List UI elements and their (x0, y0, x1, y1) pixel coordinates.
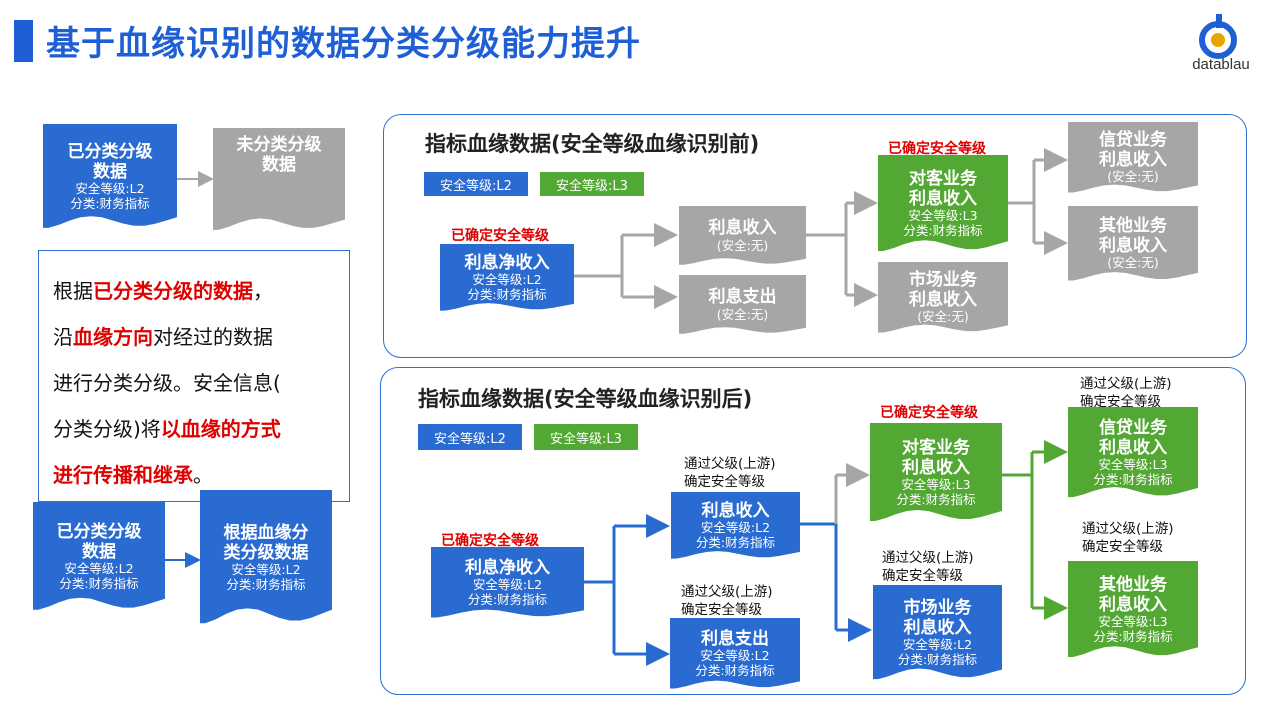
before-credit-income-node: 信贷业务 利息收入 (安全:无) (1068, 122, 1198, 193)
after-market-income-node: 市场业务 利息收入 安全等级:L2 分类:财务指标 (873, 585, 1002, 680)
after-client-income-node: 对客业务 利息收入 安全等级:L3 分类:财务指标 (870, 423, 1002, 521)
logo-text: datablau (1192, 56, 1250, 73)
header-accent-bar (14, 20, 33, 62)
after-other-income-node: 其他业务 利息收入 安全等级:L3 分类:财务指标 (1068, 561, 1198, 658)
before-net-income-node: 利息净收入 安全等级:L2 分类:财务指标 (440, 244, 574, 311)
legend-l3-after: 安全等级:L3 (534, 424, 638, 450)
confirmed-label-net-before: 已确定安全等级 (451, 228, 549, 244)
desc-line-3: 进行分类分级。安全信息( (53, 371, 281, 395)
classified-data-doc-bottom: 已分类分级 数据 安全等级:L2 分类:财务指标 (33, 502, 165, 610)
confirmed-label-client-before: 已确定安全等级 (888, 141, 986, 157)
description-box: 根据已分类分级的数据， 沿血缘方向对经过的数据 进行分类分级。安全信息( 分类分… (38, 250, 350, 502)
desc-line-5: 进行传播和继承。 (53, 463, 213, 487)
before-connectors (574, 148, 1068, 309)
legend-l2-before: 安全等级:L2 (424, 172, 528, 196)
before-other-income-node: 其他业务 利息收入 (安全:无) (1068, 206, 1198, 281)
datablau-logo-icon (1199, 14, 1237, 59)
before-interest-income-node: 利息收入 (安全:无) (679, 206, 806, 265)
before-client-income-node: 对客业务 利息收入 安全等级:L3 分类:财务指标 (878, 155, 1008, 252)
before-interest-expense-node: 利息支出 (安全:无) (679, 275, 806, 334)
desc-line-1: 根据已分类分级的数据， (53, 279, 273, 303)
after-interest-expense-node: 利息支出 安全等级:L2 分类:财务指标 (670, 618, 800, 689)
confirmed-label-net-after: 已确定安全等级 (441, 533, 539, 549)
inherit-label-expense: 通过父级(上游)确定安全等级 (681, 584, 773, 619)
legend-l3-before: 安全等级:L3 (540, 172, 644, 196)
desc-line-4: 分类分级)将以血缘的方式 (53, 417, 281, 441)
after-net-income-node: 利息净收入 安全等级:L2 分类:财务指标 (431, 547, 584, 618)
unclassified-data-doc: 未分类分级 数据 (213, 128, 345, 230)
panel-after-title: 指标血缘数据(安全等级血缘识别后) (418, 387, 753, 411)
legend-l2-after: 安全等级:L2 (418, 424, 522, 450)
after-credit-income-node: 信贷业务 利息收入 安全等级:L3 分类:财务指标 (1068, 407, 1198, 498)
confirmed-label-client-after: 已确定安全等级 (880, 405, 978, 421)
page-title: 基于血缘识别的数据分类分级能力提升 (46, 24, 641, 64)
before-market-income-node: 市场业务 利息收入 (安全:无) (878, 262, 1008, 333)
lineage-classified-doc: 根据血缘分 类分级数据 安全等级:L2 分类:财务指标 (200, 490, 332, 624)
after-connectors (584, 440, 1068, 666)
inherit-label-credit: 通过父级(上游)确定安全等级 (1080, 376, 1172, 411)
inherit-label-income: 通过父级(上游)确定安全等级 (684, 456, 776, 491)
panel-before-title: 指标血缘数据(安全等级血缘识别前) (425, 132, 760, 156)
classified-data-doc-top: 已分类分级 数据 安全等级:L2 分类:财务指标 (43, 124, 177, 228)
desc-line-2: 沿血缘方向对经过的数据 (53, 325, 273, 349)
inherit-label-market: 通过父级(上游)确定安全等级 (882, 550, 974, 585)
inherit-label-other: 通过父级(上游)确定安全等级 (1082, 521, 1174, 556)
after-interest-income-node: 利息收入 安全等级:L2 分类:财务指标 (671, 492, 800, 559)
